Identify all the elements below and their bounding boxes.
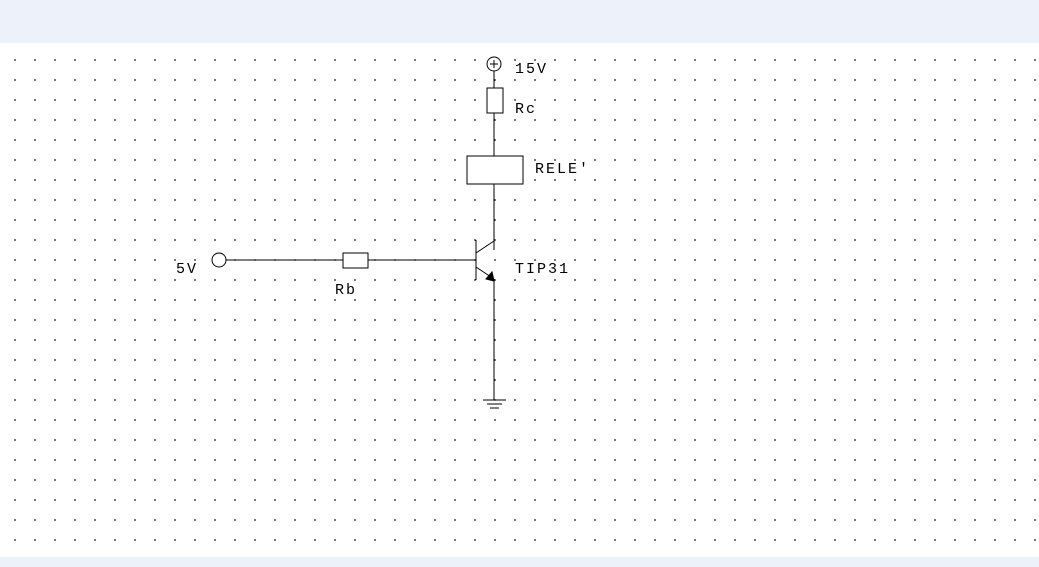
label-tip31: TIP31 [515,261,571,278]
bottom-bar [0,557,1039,567]
relay-coil[interactable] [466,155,524,185]
resistor-rb[interactable] [342,252,369,269]
label-relay: RELE' [535,161,591,178]
schematic-grid[interactable] [0,43,1039,557]
label-5v: 5V [176,261,199,278]
label-rb: Rb [335,282,358,299]
supply-15v-symbol[interactable] [486,56,502,72]
input-5v-terminal[interactable] [211,252,227,268]
transistor-tip31[interactable] [475,240,495,282]
ground-symbol[interactable] [483,399,506,409]
top-toolbar [0,0,1039,43]
label-15v: 15V [515,61,549,78]
label-rc: Rc [515,101,538,118]
resistor-rc[interactable] [486,87,504,114]
